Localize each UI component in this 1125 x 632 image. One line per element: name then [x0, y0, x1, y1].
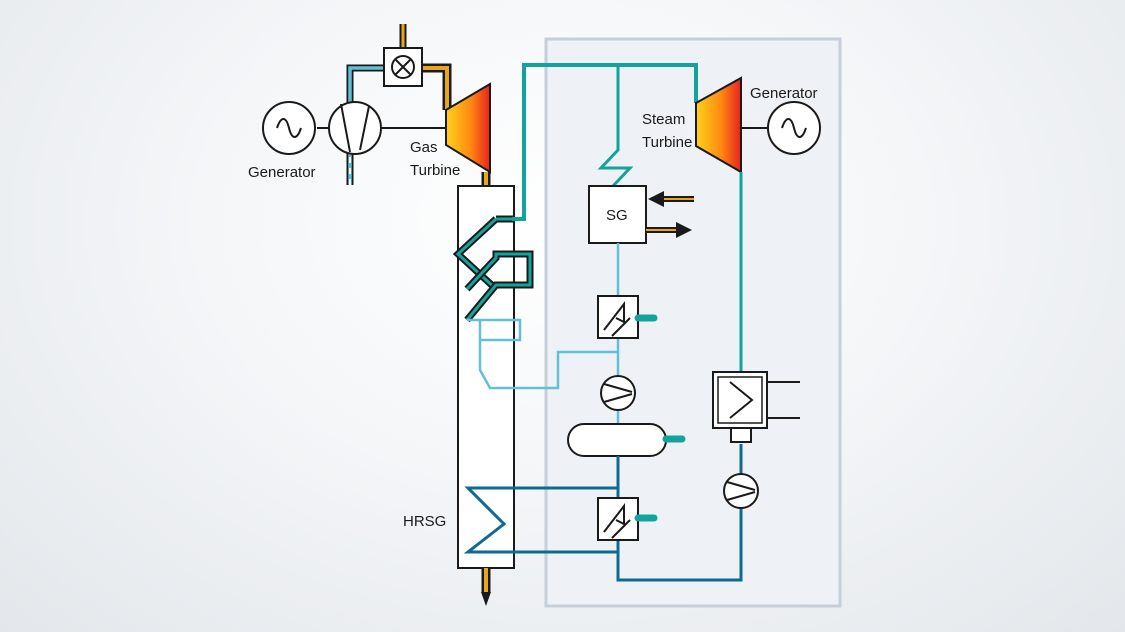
- lp-heat-exchanger: [597, 295, 658, 339]
- sine-wave-icon: [781, 118, 807, 138]
- hp-superheater-coil: [452, 215, 534, 323]
- condenser: [712, 371, 800, 443]
- gas-turbine: [445, 82, 491, 174]
- lp-evaporator-coil: [467, 318, 618, 390]
- generator-right: [767, 101, 821, 155]
- steam-turbine-label-line1: Steam: [642, 111, 685, 128]
- heat-exchanger-icon: [603, 301, 625, 331]
- fuel-line: [399, 24, 452, 110]
- generator-left-label: Generator: [248, 164, 316, 181]
- generator-right-label: Generator: [750, 85, 818, 102]
- fuel-valve: [383, 47, 423, 87]
- condenser-icon: [729, 381, 754, 419]
- condensate-pump: [723, 473, 759, 509]
- steam-turbine-label-line2: Turbine: [642, 134, 692, 151]
- cross-circle-icon: [391, 55, 415, 79]
- exhaust-stack: [481, 568, 491, 606]
- feedwater-line: [616, 444, 743, 582]
- sg-inlet-arrow: [648, 191, 694, 207]
- lp-pump: [600, 375, 636, 411]
- feedwater-tank: [567, 423, 686, 457]
- hp-steam-line: [512, 63, 698, 221]
- steam-generator: [588, 185, 647, 244]
- gas-turbine-label-line1: Gas: [410, 139, 438, 156]
- generator-left: [262, 101, 316, 155]
- hrsg-label: HRSG: [403, 513, 446, 530]
- pump-icon: [603, 383, 633, 403]
- hp-heat-exchanger: [597, 497, 658, 541]
- sg-outlet-arrow: [646, 222, 692, 238]
- compressor: [328, 101, 382, 155]
- gas-turbine-label-line2: Turbine: [410, 162, 460, 179]
- sine-wave-icon: [276, 118, 302, 138]
- compressor-icon: [340, 103, 370, 153]
- steam-generator-label: SG: [606, 207, 628, 224]
